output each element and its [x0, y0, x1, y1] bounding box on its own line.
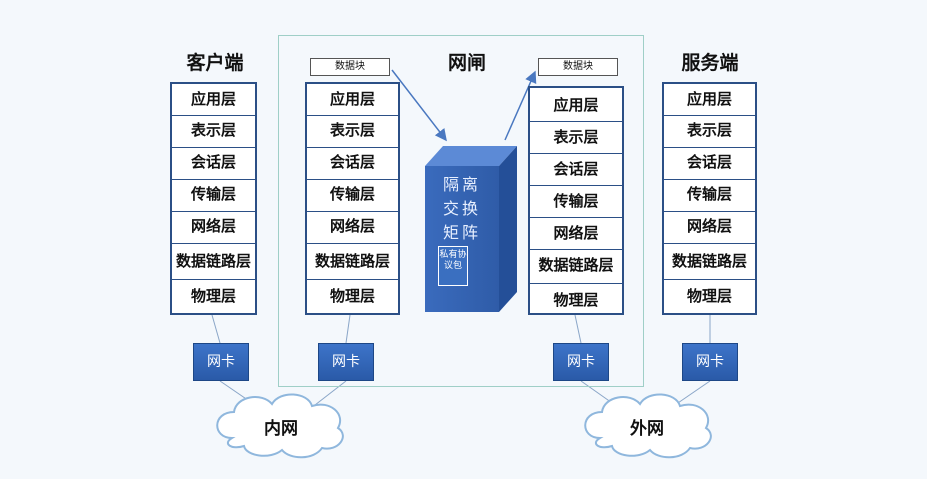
layer-presentation: 表示层 [553, 128, 599, 146]
layer-network: 网络层 [329, 217, 375, 235]
arrow-matrix-to-datablock [504, 70, 537, 141]
layer-session: 会话层 [190, 153, 236, 171]
layer-datalink: 数据链路层 [175, 252, 251, 270]
intranet-label: 内网 [264, 419, 298, 439]
layer-physical: 物理层 [686, 287, 732, 305]
server-title: 服务端 [681, 52, 739, 74]
connector-gw-left [345, 314, 351, 344]
gateway-outer-nic: 网卡 [553, 343, 609, 381]
layer-network: 网络层 [190, 217, 236, 235]
gateway-outer-stack: 应用层 表示层 会话层 传输层 网络层 数据链路层 物理层 [528, 86, 624, 315]
client-protocol-stack: 应用层 表示层 会话层 传输层 网络层 数据链路层 物理层 [170, 82, 257, 315]
matrix-front-face [425, 166, 499, 312]
matrix-top-face [425, 146, 517, 166]
layer-application: 应用层 [686, 90, 732, 108]
client-nic: 网卡 [193, 343, 249, 381]
layer-presentation: 表示层 [190, 121, 236, 139]
layer-application: 应用层 [553, 96, 599, 114]
layer-network: 网络层 [553, 224, 599, 242]
matrix-label-line3: 矩阵 [442, 223, 481, 242]
layer-transport: 传输层 [329, 185, 375, 203]
layer-datalink: 数据链路层 [538, 256, 614, 274]
layer-application: 应用层 [329, 90, 375, 108]
gateway-title: 网闸 [447, 52, 486, 74]
layer-session: 会话层 [686, 153, 732, 171]
layer-network: 网络层 [686, 217, 732, 235]
matrix-label-line1: 隔离 [442, 175, 481, 194]
layer-session: 会话层 [329, 153, 375, 171]
gateway-inner-stack: 应用层 表示层 会话层 传输层 网络层 数据链路层 物理层 [305, 82, 400, 315]
extranet-cloud [584, 393, 712, 459]
extranet-label: 外网 [630, 419, 664, 439]
gateway-frame [278, 35, 644, 387]
layer-datalink: 数据链路层 [314, 252, 390, 270]
datablock-outbound: 数据块 [538, 58, 618, 76]
connector-gw-right [574, 314, 582, 344]
private-protocol-packet: 私有协议包 [438, 246, 468, 286]
server-nic: 网卡 [682, 343, 738, 381]
layer-datalink: 数据链路层 [671, 252, 747, 270]
intranet-cloud [216, 393, 344, 459]
datablock-inbound: 数据块 [310, 58, 390, 76]
layer-session: 会话层 [553, 160, 599, 178]
connector-nic-cloud-4 [674, 380, 711, 406]
layer-transport: 传输层 [686, 185, 732, 203]
gateway-inner-nic: 网卡 [318, 343, 374, 381]
arrow-datablock-to-matrix [391, 69, 447, 142]
client-title: 客户端 [186, 52, 244, 74]
layer-transport: 传输层 [190, 185, 236, 203]
layer-physical: 物理层 [329, 287, 375, 305]
layer-physical: 物理层 [190, 287, 236, 305]
layer-presentation: 表示层 [686, 121, 732, 139]
layer-physical: 物理层 [553, 291, 599, 309]
connector-client [211, 314, 221, 344]
layer-presentation: 表示层 [329, 121, 375, 139]
layer-transport: 传输层 [553, 192, 599, 210]
connector-nic-cloud-2 [314, 380, 347, 406]
matrix-side-face [499, 146, 517, 312]
matrix-label-line2: 交换 [442, 199, 481, 218]
server-protocol-stack: 应用层 表示层 会话层 传输层 网络层 数据链路层 物理层 [662, 82, 757, 315]
layer-application: 应用层 [190, 90, 236, 108]
